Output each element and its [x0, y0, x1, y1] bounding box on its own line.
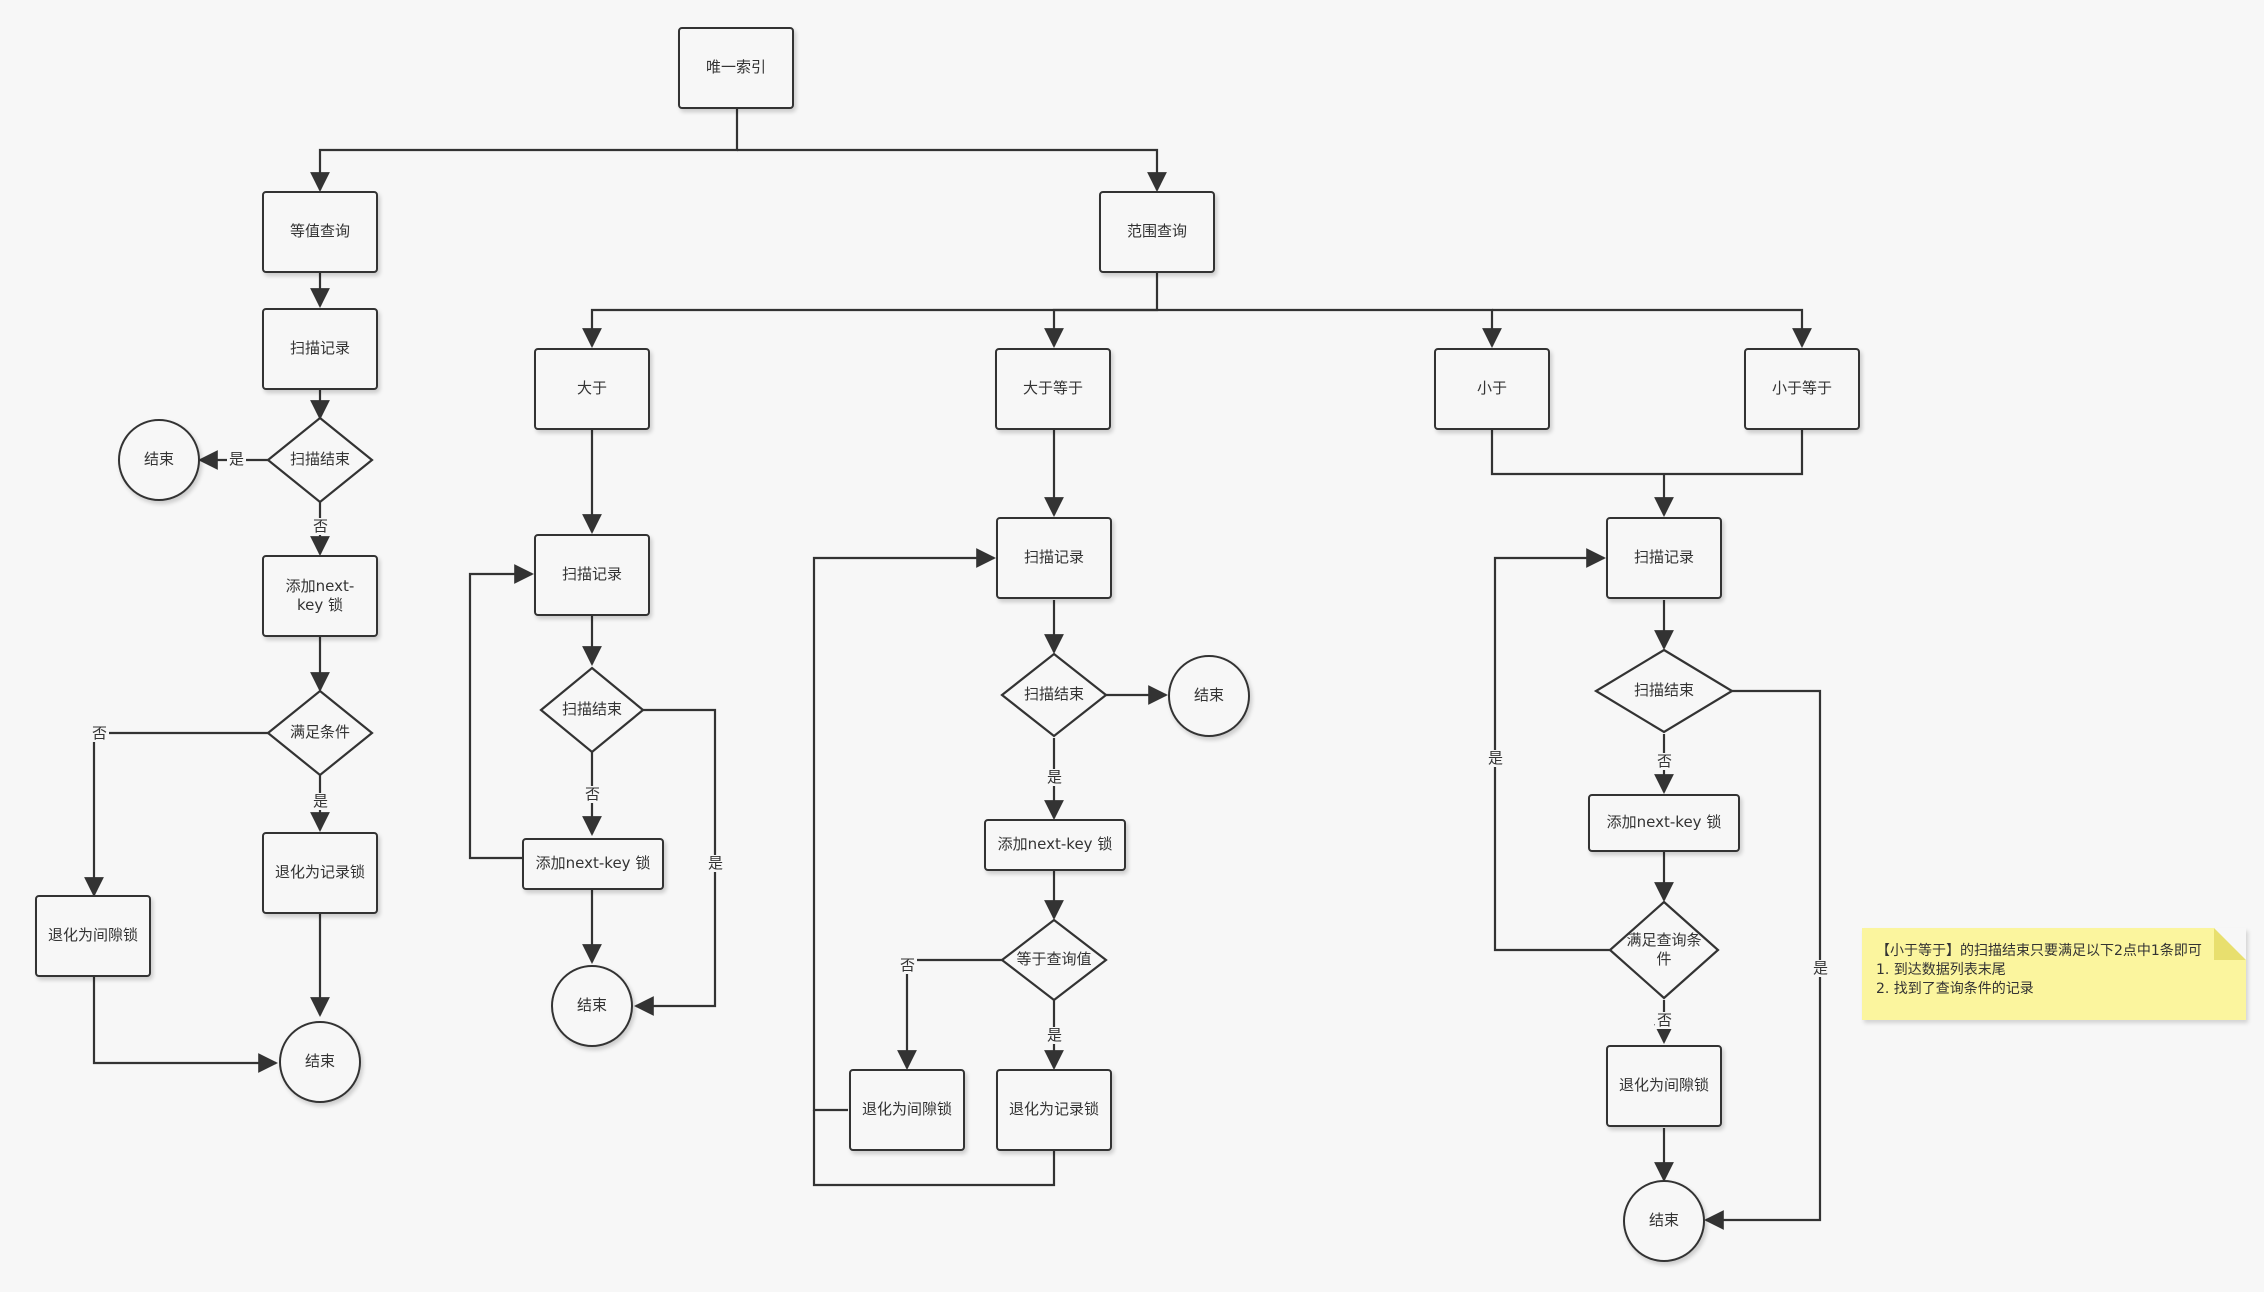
gt-scan-node: 扫描记录	[534, 534, 650, 616]
lt-node: 小于	[1434, 348, 1550, 430]
edge-label-no: 否	[1655, 1011, 1675, 1029]
eq-scanend-diamond	[266, 416, 374, 504]
ge-scan-node: 扫描记录	[996, 517, 1112, 599]
lt-scanend-diamond	[1593, 648, 1735, 734]
edge-label-no: 否	[90, 724, 110, 742]
eq-end1-node: 结束	[118, 419, 200, 501]
lt-cond-label: 满足查询条件	[1626, 930, 1702, 969]
edge-ltcond-loop	[1493, 548, 1611, 952]
ge-gaplock-node: 退化为间隙锁	[849, 1069, 965, 1151]
eq-end2-node: 结束	[279, 1021, 361, 1103]
range-node: 范围查询	[1099, 191, 1215, 273]
sticky-note: 【小于等于】的扫描结束只要满足以下2点中1条即可 1. 到达数据列表末尾 2. …	[1862, 928, 2246, 1020]
ge-scanend-label: 扫描结束	[1023, 685, 1084, 704]
edge-ltscanend-end	[1704, 689, 1822, 1230]
ge-end-node: 结束	[1168, 655, 1250, 737]
eq-cond-diamond	[266, 689, 374, 777]
ge-cond-label: 等于查询值	[1016, 950, 1092, 969]
edge-gaplock-end2	[92, 977, 278, 1073]
lt-scan-node: 扫描记录	[1606, 517, 1722, 599]
lt-addlock-node: 添加next-key 锁	[1588, 794, 1740, 852]
note-title: 【小于等于】的扫描结束只要满足以下2点中1条即可	[1876, 943, 2202, 959]
eq-node: 等值查询	[262, 191, 378, 273]
edge-label-yes: 是	[1811, 959, 1831, 977]
eq-reclock-node: 退化为记录锁	[262, 832, 378, 914]
edge-label-no: 否	[898, 956, 918, 974]
root-node: 唯一索引	[678, 27, 794, 109]
lt-cond-diamond	[1608, 900, 1720, 1000]
edge-root-range	[737, 148, 1167, 192]
gt-addlock-node: 添加next-key 锁	[522, 838, 664, 890]
eq-scanend-label: 扫描结束	[289, 450, 350, 469]
edge-cond-gaplock	[84, 731, 270, 897]
note-item-1: 1. 到达数据列表末尾	[1876, 962, 2006, 978]
edge-label-yes: 是	[1045, 768, 1065, 786]
edge-root-eq	[310, 108, 739, 192]
edge-range-le	[1492, 308, 1812, 348]
edge-range-gt	[582, 272, 1159, 348]
edge-label-yes: 是	[1045, 1026, 1065, 1044]
note-item-2: 2. 找到了查询条件的记录	[1876, 981, 2034, 997]
edge-label-no: 否	[583, 785, 603, 803]
edge-range-ge	[1044, 308, 1157, 348]
lt-scanend-label: 扫描结束	[1633, 681, 1694, 700]
gt-scanend-diamond	[539, 666, 645, 754]
edge-label-no: 否	[1655, 752, 1675, 770]
lt-end-node: 结束	[1623, 1180, 1705, 1262]
note-fold-corner	[2214, 928, 2246, 960]
edge-gecond-gaplock	[897, 958, 1003, 1070]
edge-gereclock-loop	[812, 1110, 1056, 1187]
edge-label-yes: 是	[311, 792, 331, 810]
le-node: 小于等于	[1744, 348, 1860, 430]
edge-label-no: 否	[311, 517, 331, 535]
eq-cond-label: 满足条件	[289, 723, 350, 742]
eq-gaplock-node: 退化为间隙锁	[35, 895, 151, 977]
edge-gegaplock-loop	[812, 548, 996, 1112]
edge-gtaddlock-loop	[468, 564, 534, 860]
lt-gaplock-node: 退化为间隙锁	[1606, 1045, 1722, 1127]
edge-label-yes: 是	[1486, 749, 1506, 767]
gt-node: 大于	[534, 348, 650, 430]
edge-lt-le-merge	[1490, 430, 1804, 476]
eq-addlock-node: 添加next-key 锁	[262, 555, 378, 637]
gt-end-node: 结束	[551, 965, 633, 1047]
edge-label-yes: 是	[227, 450, 247, 468]
edge-label-yes: 是	[706, 854, 726, 872]
eq-scan-node: 扫描记录	[262, 308, 378, 390]
ge-reclock-node: 退化为记录锁	[996, 1069, 1112, 1151]
edge-range-lt	[1157, 308, 1502, 348]
ge-cond-diamond	[1000, 918, 1108, 1002]
ge-addlock-node: 添加next-key 锁	[984, 819, 1126, 871]
ge-node: 大于等于	[995, 348, 1111, 430]
ge-scanend-diamond	[1000, 652, 1108, 738]
gt-scanend-label: 扫描结束	[561, 700, 622, 719]
